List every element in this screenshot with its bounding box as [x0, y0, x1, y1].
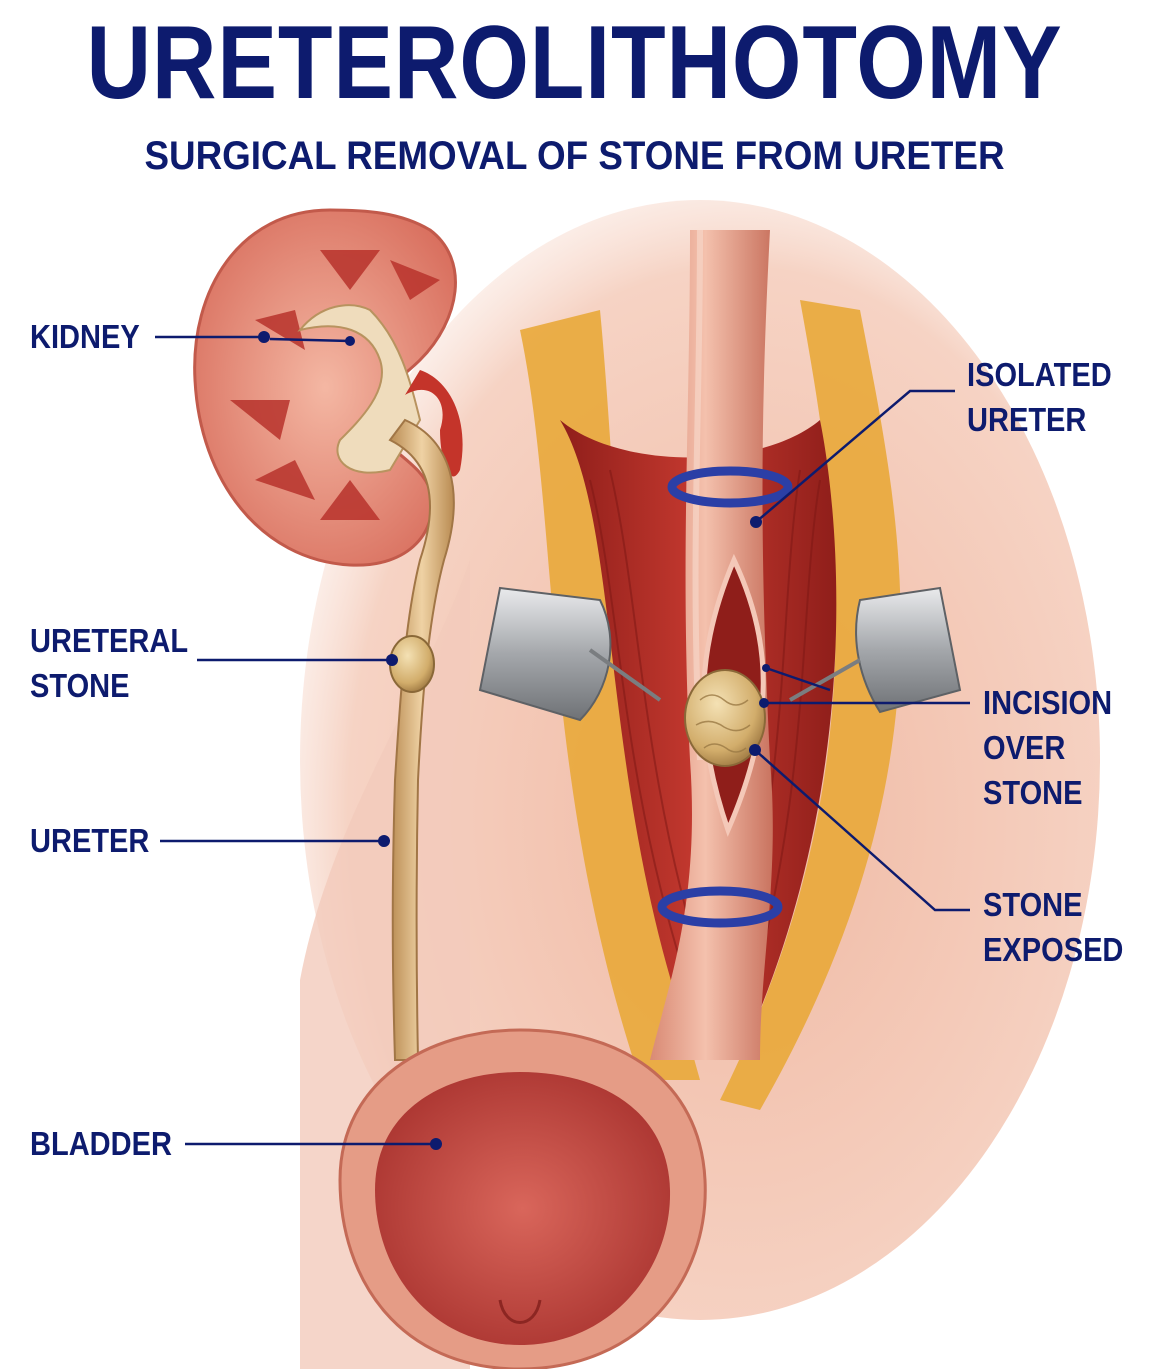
label-incision-line-3: STONE — [983, 774, 1083, 811]
label-isolated-ureter-line-2: URETER — [967, 401, 1087, 438]
label-kidney-line-1: KIDNEY — [30, 318, 140, 355]
label-ureteral-stone-line-2: STONE — [30, 667, 130, 704]
label-ureteral-stone-line-1: URETERAL — [30, 622, 189, 659]
label-stone-exposed-line-1: STONE — [983, 886, 1083, 923]
label-isolated-ureter-line-1: ISOLATED — [967, 356, 1112, 393]
page-title: URETEROLITHOTOMY — [86, 5, 1063, 121]
ureteral-stone-shape — [389, 635, 435, 693]
label-stone-exposed-line-2: EXPOSED — [983, 931, 1124, 968]
page-subtitle: SURGICAL REMOVAL OF STONE FROM URETER — [144, 134, 1005, 178]
exposed-stone-shape — [684, 669, 766, 767]
right-retractor-shape — [855, 586, 962, 714]
label-ureter: URETER — [30, 818, 149, 863]
label-incision-line-2: OVER — [983, 729, 1066, 766]
label-kidney: KIDNEY — [30, 314, 140, 359]
label-isolated-ureter: ISOLATED URETER — [967, 352, 1112, 442]
label-ureter-line-1: URETER — [30, 822, 150, 859]
label-incision-over-stone: INCISION OVER STONE — [983, 680, 1112, 815]
left-retractor-shape — [478, 586, 612, 722]
label-stone-exposed: STONE EXPOSED — [983, 882, 1123, 972]
label-bladder-line-1: BLADDER — [30, 1125, 172, 1162]
label-incision-line-1: INCISION — [983, 684, 1113, 721]
label-bladder: BLADDER — [30, 1121, 172, 1166]
label-ureteral-stone: URETERAL STONE — [30, 618, 188, 708]
